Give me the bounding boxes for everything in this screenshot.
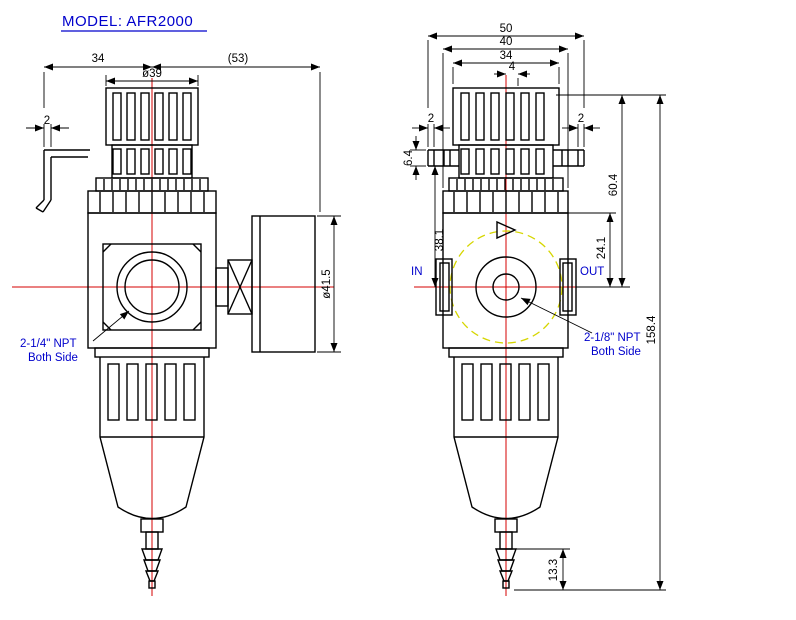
pressure-gauge bbox=[215, 215, 316, 353]
drawing-title: MODEL: AFR2000 bbox=[62, 13, 193, 30]
side-view-outline bbox=[427, 87, 585, 589]
dim-center-to-gauge: (53) bbox=[228, 53, 249, 65]
dim-bracket-thickness: 2 bbox=[44, 115, 50, 127]
dim-knob-width: 34 bbox=[500, 50, 513, 62]
dim-overall-height: 158.4 bbox=[646, 315, 658, 344]
drain-fitting-side bbox=[494, 518, 518, 589]
front-view-port-note: 2-1/4" NPT Both Side bbox=[20, 310, 130, 364]
knob-ribs bbox=[112, 92, 192, 175]
mounting-bracket-side bbox=[427, 149, 585, 167]
side-port-note-line1: 2-1/8" NPT bbox=[584, 332, 641, 344]
dim-bracket-tab-right: 2 bbox=[578, 113, 584, 125]
front-view-centerlines bbox=[12, 78, 334, 596]
side-knob-ribs bbox=[460, 92, 545, 175]
out-label: OUT bbox=[580, 266, 604, 278]
phantom-circle bbox=[449, 230, 563, 344]
flow-direction-triangle bbox=[496, 220, 517, 240]
front-view-dimensions: 34 (53) ø39 2 ø41.5 bbox=[26, 53, 341, 353]
dim-gauge-diameter: ø41.5 bbox=[321, 269, 333, 298]
dim-overall-width: 50 bbox=[500, 23, 513, 35]
dim-body-width: 40 bbox=[500, 36, 513, 48]
side-view-labels: IN OUT 2-1/8" NPT Both Side bbox=[411, 266, 641, 358]
in-port-boss bbox=[435, 258, 453, 316]
port-outer-circle bbox=[116, 251, 188, 323]
dim-bracket-to-port-center: 38.1 bbox=[434, 229, 446, 251]
side-bonnet-collar bbox=[442, 177, 569, 214]
title-block: MODEL: AFR2000 bbox=[61, 13, 207, 32]
drain-fitting-front bbox=[140, 518, 164, 589]
filter-bowl-front bbox=[94, 347, 210, 520]
dim-gauge-port-offset: 4 bbox=[509, 61, 516, 73]
dim-drain-length: 13.3 bbox=[548, 559, 560, 581]
dim-body-top-to-port-center: 24.1 bbox=[596, 237, 608, 259]
front-port-note-line1: 2-1/4" NPT bbox=[20, 338, 77, 350]
in-label: IN bbox=[411, 266, 423, 278]
bonnet-collar bbox=[87, 177, 217, 214]
dim-top-to-port-center: 60.4 bbox=[608, 173, 620, 196]
side-body bbox=[435, 212, 577, 349]
mounting-bracket-front bbox=[35, 149, 90, 213]
dim-bracket-plate-height: 6.4 bbox=[403, 149, 415, 166]
side-view-dimensions: 50 40 34 4 2 2 bbox=[403, 23, 666, 591]
front-view-outline bbox=[35, 87, 316, 589]
port-inner-circle bbox=[124, 259, 180, 315]
side-port-note-line2: Both Side bbox=[591, 346, 641, 358]
front-port-note-line2: Both Side bbox=[28, 352, 78, 364]
front-view: 34 (53) ø39 2 ø41.5 2-1/4" NPT Both Side bbox=[12, 53, 341, 596]
dim-bracket-tab-left: 2 bbox=[428, 113, 434, 125]
dim-knob-diameter: ø39 bbox=[142, 68, 162, 80]
dim-bracket-to-center: 34 bbox=[92, 53, 105, 65]
side-view: 50 40 34 4 2 2 bbox=[403, 23, 666, 596]
